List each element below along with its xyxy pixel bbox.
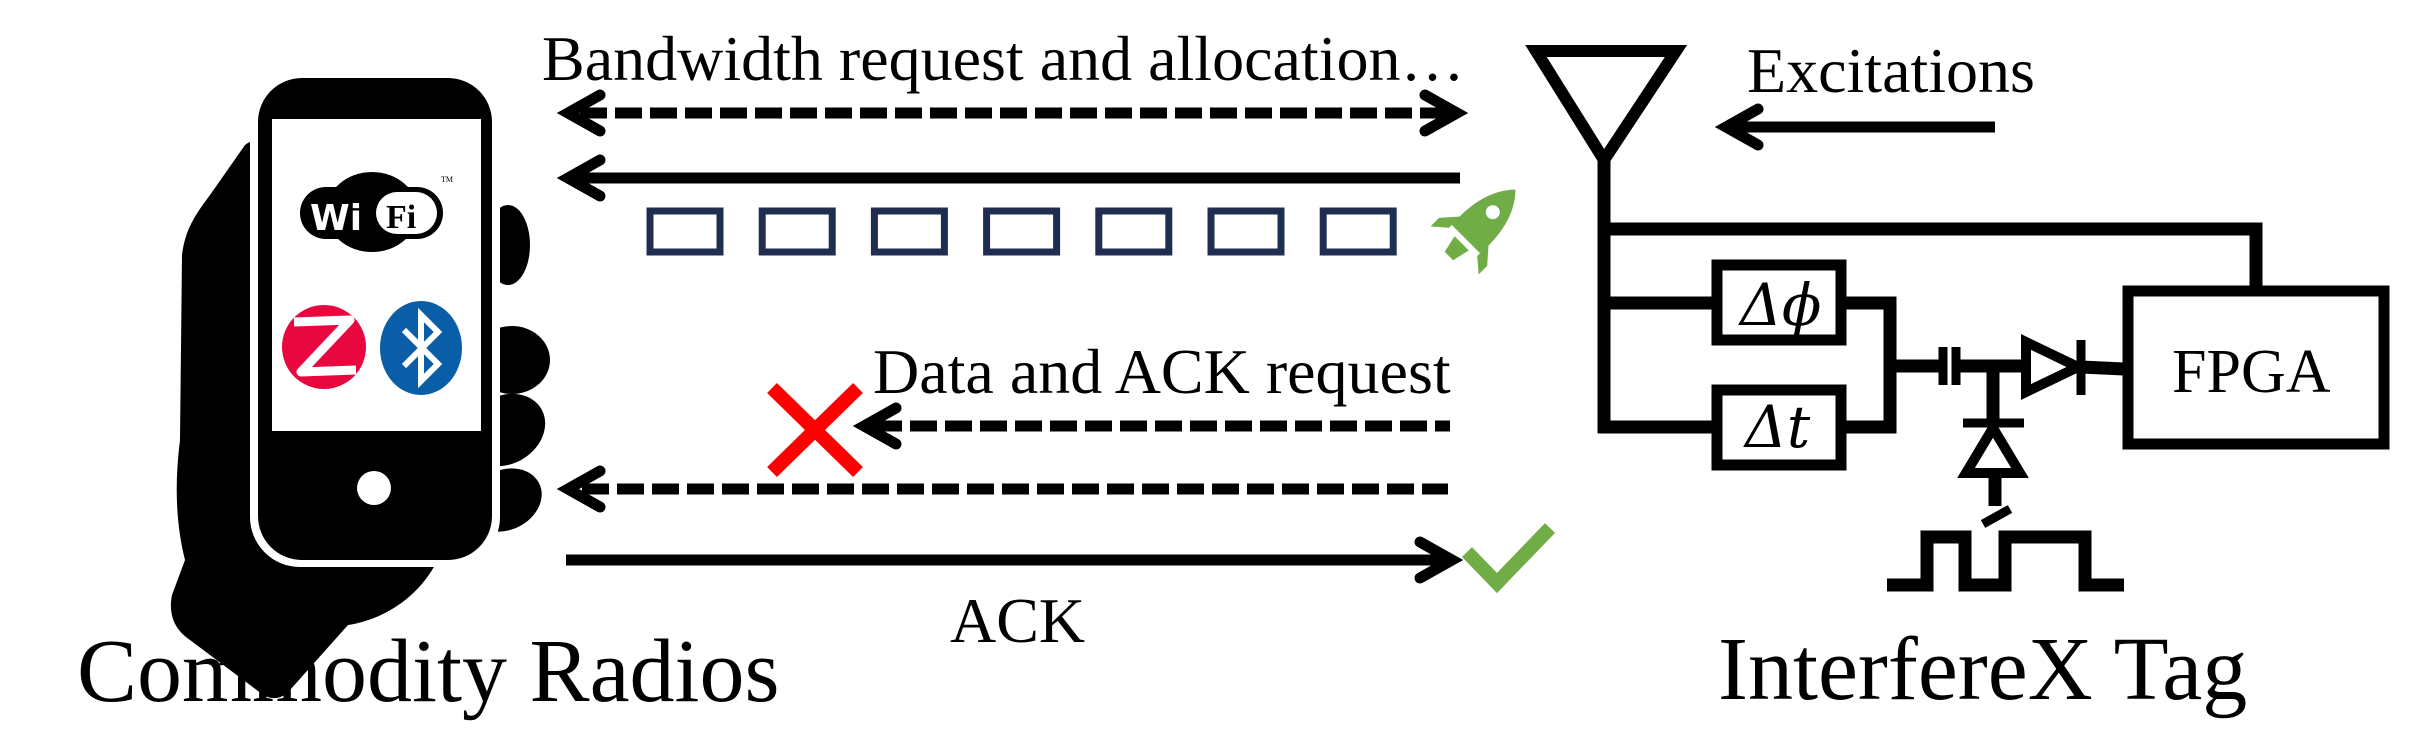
ack-label: ACK [950, 585, 1085, 656]
rocket-icon [1430, 189, 1516, 275]
packet-4 [983, 207, 1061, 256]
ack-arrow [566, 536, 1464, 584]
switch-icon [1980, 505, 2013, 528]
wifi-logo-text-wi: Wi [310, 198, 362, 239]
packet-7 [1319, 207, 1397, 256]
antenna-icon [1525, 45, 1688, 172]
phase-shifter-label: Δϕ [1738, 271, 1821, 339]
packet-6 [1207, 207, 1285, 256]
packet-train [646, 207, 1397, 256]
zigbee-logo-icon [282, 305, 366, 389]
blocked-request-arrow [852, 402, 1450, 450]
square-wave-icon [1887, 530, 2124, 592]
interferex-tag-label: InterfereX Tag [1718, 620, 2247, 719]
bluetooth-logo-icon [380, 301, 462, 395]
wifi-tm-mark: TM [441, 175, 453, 184]
tag-circuit: Δϕ Δt FPGA Excitations [1525, 35, 2390, 592]
packet-2 [758, 207, 836, 256]
wifi-logo-icon: Wi Fi TM [300, 172, 453, 252]
fpga-label: FPGA [2172, 338, 2331, 406]
phone-screen [272, 119, 481, 431]
home-button-icon [357, 471, 391, 505]
success-check-icon [1461, 523, 1556, 594]
packet-5 [1095, 207, 1173, 256]
time-delay-label: Δt [1743, 393, 1811, 461]
bandwidth-arrow [556, 89, 1469, 137]
shunt-diode-icon [1957, 418, 2029, 478]
successful-request-arrow [556, 465, 1448, 513]
failure-cross-icon [767, 382, 863, 478]
data-stream-arrow [556, 154, 1460, 202]
series-diode-icon [2021, 334, 2090, 400]
packet-3 [870, 207, 948, 256]
commodity-radios-label: Commodity Radios [77, 622, 780, 721]
packet-1 [646, 207, 724, 256]
phase-shifter-box [1711, 259, 1847, 346]
bandwidth-request-label: Bandwidth request and allocation… [542, 23, 1464, 94]
wifi-logo-text-fi: Fi [386, 199, 416, 236]
hand-phone-icon: Wi Fi TM [170, 72, 550, 699]
time-delay-box [1711, 384, 1847, 471]
excitations-label: Excitations [1747, 35, 2035, 106]
fpga-box [2122, 285, 2390, 450]
data-ack-request-label: Data and ACK request [873, 336, 1451, 407]
excitation-arrow [1714, 103, 1995, 151]
